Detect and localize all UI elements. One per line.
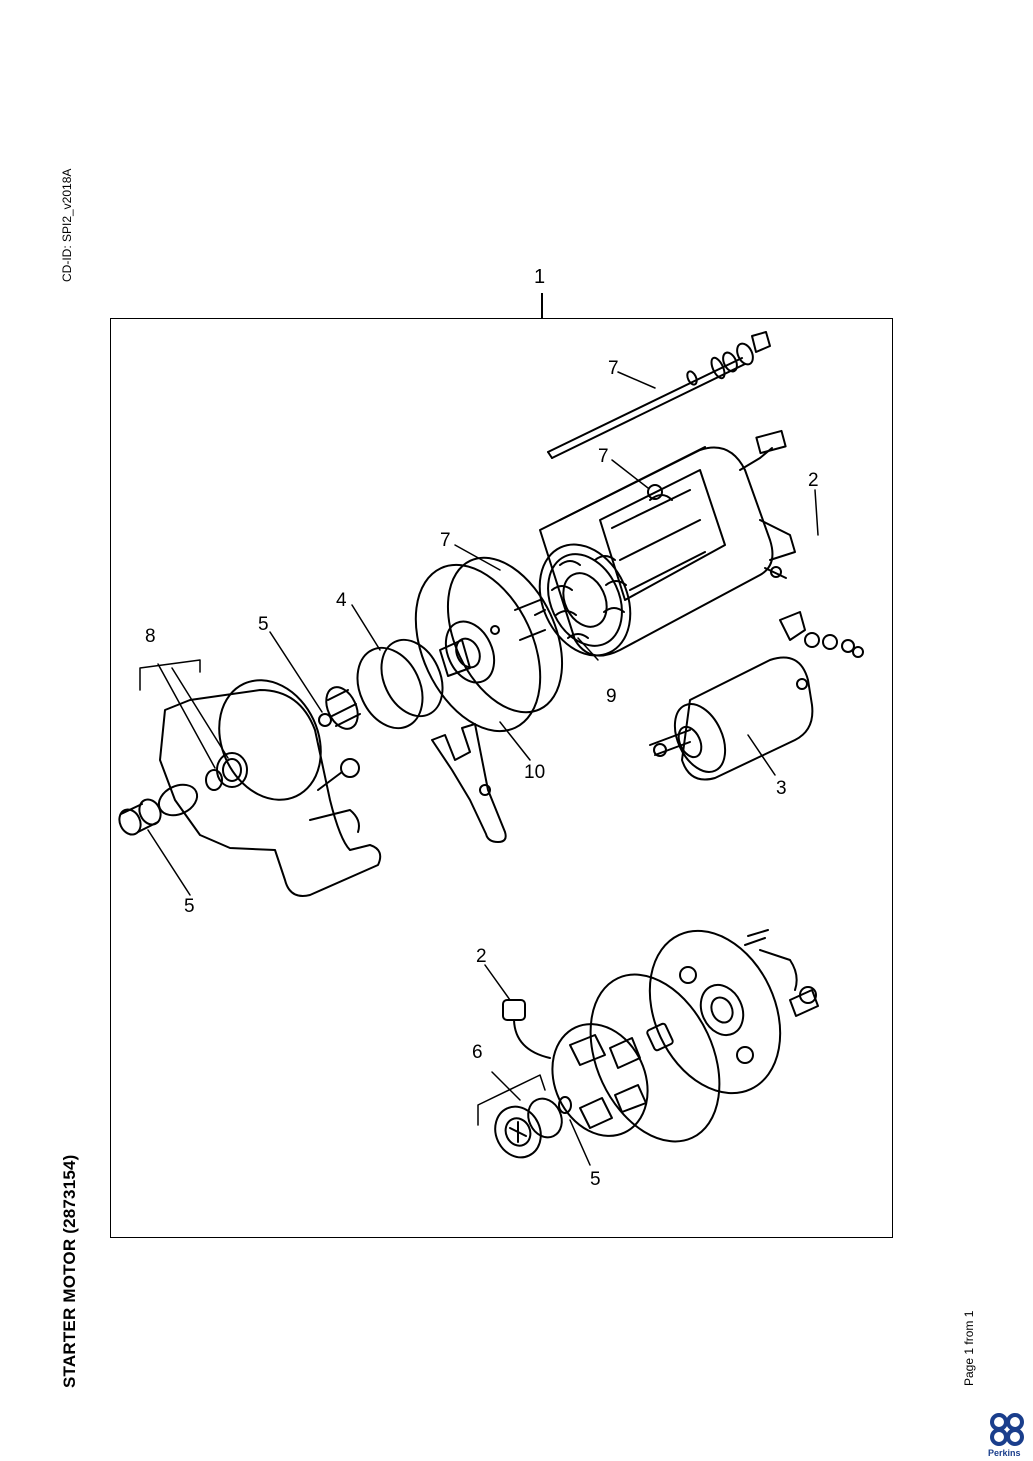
armature-part [534,543,632,657]
through-bolt-part [547,331,771,459]
commutator-end-frame-part [589,929,819,1143]
perkins-logo-icon [990,1413,1024,1446]
callout-8: 8 [145,626,156,647]
callout-7-yoke: 7 [598,446,609,467]
callout-2-top: 2 [808,470,819,491]
bushing-part [118,798,162,836]
solenoid-part [649,611,864,781]
callout-5-bushing: 5 [184,896,195,917]
brush-holder-part [502,999,649,1137]
callout-labels: 7 7 2 7 4 5 8 9 10 3 5 2 6 5 [145,358,819,1190]
end-plate-part [414,556,564,733]
drive-end-housing-part [157,679,382,897]
shift-lever-part [431,723,507,843]
main-leader-line [541,293,543,318]
callout-5-rear: 5 [590,1169,601,1190]
callout-9: 9 [606,686,617,707]
callout-4: 4 [336,590,347,611]
leader-lines [139,371,819,1166]
yoke-housing-part [539,429,796,657]
callout-10: 10 [524,762,545,783]
callout-3: 3 [776,778,787,799]
diagram-frame [110,318,893,1238]
callout-7-disk: 7 [440,530,451,551]
brand-name: Perkins [988,1448,1021,1458]
callout-6: 6 [472,1042,483,1063]
clutch-part [318,638,444,730]
callout-2-bottom: 2 [476,946,487,967]
callout-7-bolt: 7 [608,358,619,379]
callout-5-pinion: 5 [258,614,269,635]
brush-spring-part [494,1096,572,1159]
callout-main: 1 [534,266,546,288]
